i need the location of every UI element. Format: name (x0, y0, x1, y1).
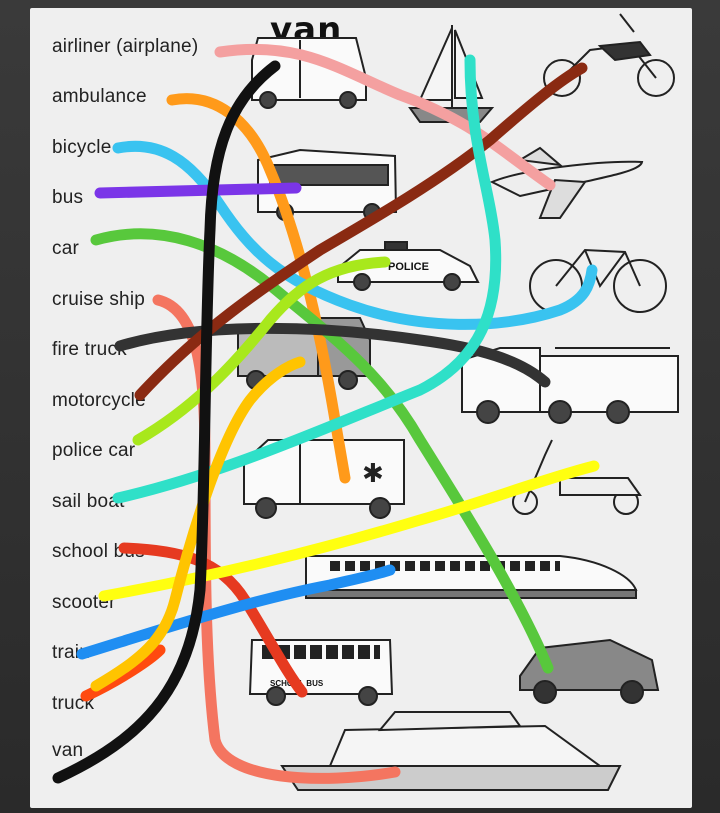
stroke-black (52, 60, 281, 784)
word-airliner: airliner (airplane) (52, 36, 199, 57)
word-fire-truck: fire truck (52, 339, 127, 360)
motorcycle-picture (543, 13, 675, 97)
word-bicycle: bicycle (52, 137, 112, 158)
stroke-blue (76, 564, 396, 660)
stroke-pink (214, 43, 556, 191)
fire-truck-picture (461, 347, 679, 424)
word-sail-boat: sail boat (52, 491, 125, 512)
word-police-car: police car (52, 440, 136, 461)
word-cruise-ship: cruise ship (52, 289, 146, 310)
stroke-purple (94, 182, 302, 199)
stroke-green (90, 228, 554, 674)
word-van: van (52, 740, 84, 761)
bus-picture (257, 148, 398, 221)
word-ambulance: ambulance (52, 86, 147, 107)
stroke-brown (134, 62, 588, 401)
word-bus: bus (52, 187, 84, 208)
train-picture (305, 555, 638, 599)
svg-text:✱: ✱ (362, 459, 384, 489)
car-picture (519, 638, 660, 704)
police-sign: POLICE (388, 261, 429, 273)
stroke-lime (132, 256, 391, 446)
stroke-sky-blue (112, 140, 598, 330)
stroke-orange (166, 93, 351, 484)
ambulance-picture: ✱ (243, 439, 405, 519)
word-car: car (52, 238, 79, 259)
word-motorcycle: motorcycle (52, 390, 146, 411)
stroke-turquoise (112, 54, 502, 504)
stroke-dark-gray (114, 322, 551, 388)
